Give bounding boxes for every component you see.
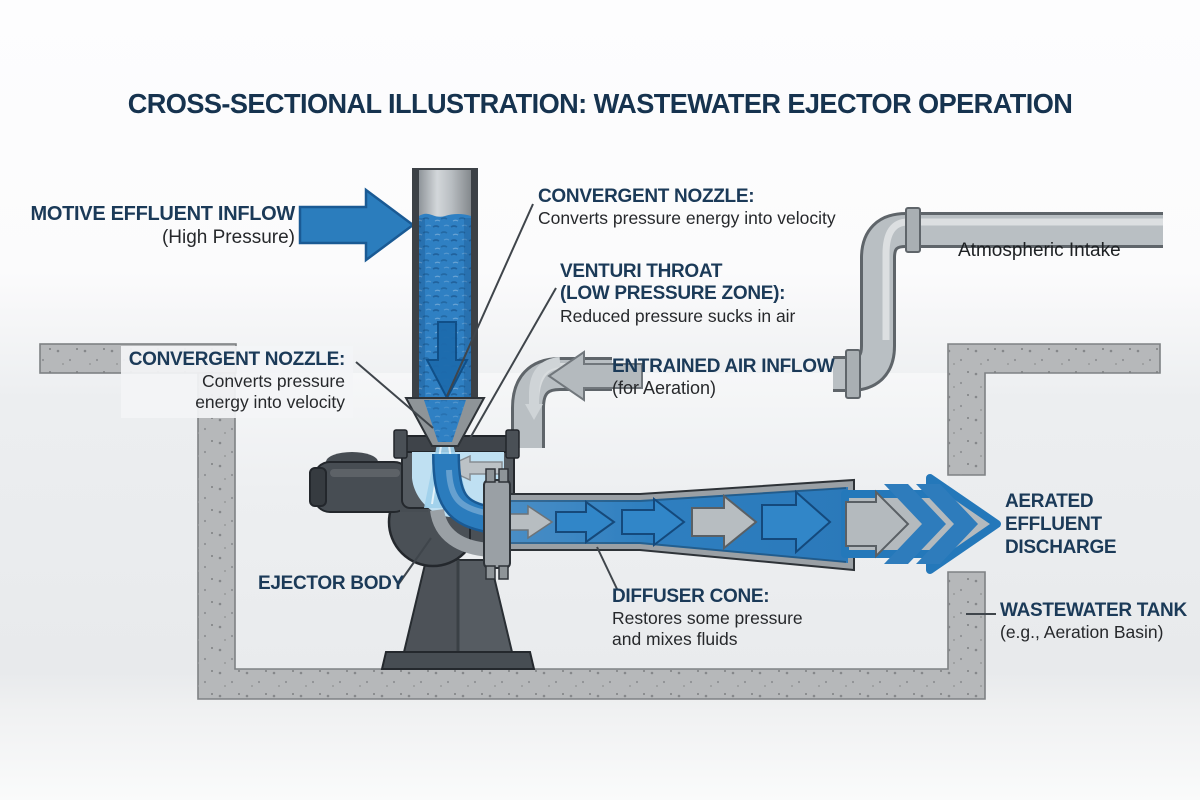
flow-arrow-icon [555, 500, 616, 544]
leader-line [446, 203, 534, 397]
label-heading: WASTEWATER TANK [1000, 600, 1187, 621]
label-aerated-effluent-discharge: AERATED EFFLUENT DISCHARGE [1005, 490, 1117, 560]
diffuser-pipe [485, 478, 855, 572]
pipe-coupling [845, 349, 861, 399]
page-title: CROSS-SECTIONAL ILLUSTRATION: WASTEWATER… [127, 88, 1073, 119]
label-convergent-nozzle-top: CONVERGENT NOZZLE: Converts pressure ene… [538, 186, 836, 229]
leader-lines [355, 203, 996, 615]
base-plate [380, 651, 536, 670]
label-sub: (for Aeration) [612, 378, 717, 399]
label-sub: Restores some pressure [612, 608, 803, 629]
leader-line [355, 361, 434, 429]
label-venturi-throat: VENTURI THROAT (LOW PRESSURE ZONE): Redu… [560, 261, 795, 326]
label-heading: CONVERGENT NOZZLE: [538, 186, 755, 207]
flow-down-arrow-icon [425, 321, 469, 401]
right-ground-structure [947, 343, 1161, 476]
leader-line [468, 287, 557, 441]
label-heading: ENTRAINED AIR INFLOW [612, 356, 835, 377]
label-heading: DISCHARGE [1005, 537, 1117, 559]
label-motive-effluent-inflow: MOTIVE EFFLUENT INFLOW (High Pressure) [0, 203, 296, 249]
entrained-air-arrow-icon [547, 350, 643, 402]
label-heading: AERATED [1005, 491, 1094, 512]
pipe-coupling [905, 207, 921, 253]
flow-arrow-icon [691, 493, 758, 551]
atmospheric-intake-pipe [833, 207, 1163, 399]
wastewater-tank-walls [197, 372, 986, 700]
flow-arrow-icon [761, 489, 832, 555]
label-heading: VENTURI THROAT [560, 261, 723, 282]
label-heading: EFFLUENT [1005, 514, 1102, 536]
inlet-pipe [412, 168, 478, 401]
label-sub: Reduced pressure sucks in air [560, 305, 796, 326]
label-sub: (High Pressure) [161, 226, 295, 248]
motive-inflow-arrow-icon [298, 187, 416, 263]
label-ejector-body: EJECTOR BODY [258, 573, 404, 594]
label-heading: CONVERGENT NOZZLE: [128, 349, 346, 370]
convergent-nozzle [404, 397, 486, 447]
label-wastewater-tank: WASTEWATER TANK (e.g., Aeration Basin) [1000, 600, 1187, 643]
label-heading: MOTIVE EFFLUENT INFLOW [30, 203, 296, 225]
elbow-wall [430, 508, 491, 557]
ejector-pedestal [380, 559, 536, 670]
flow-arrow-icon [621, 496, 686, 548]
label-sub: (e.g., Aeration Basin) [1000, 622, 1164, 643]
label-entrained-air-inflow: ENTRAINED AIR INFLOW (for Aeration) [612, 356, 835, 400]
label-diffuser-cone: DIFFUSER CONE: Restores some pressure an… [612, 586, 803, 650]
label-heading: (LOW PRESSURE ZONE): [560, 283, 786, 305]
leader-line [596, 546, 618, 590]
diffuser-flange [483, 468, 511, 580]
label-sub: energy into velocity [195, 392, 345, 413]
label-sub: Converts pressure [202, 371, 345, 392]
label-sub: and mixes fluids [612, 629, 738, 650]
label-sub: Converts pressure energy into velocity [538, 208, 836, 229]
label-atmospheric-intake: Atmospheric Intake [958, 240, 1121, 261]
leader-line [397, 537, 432, 586]
label-convergent-nozzle-left: CONVERGENT NOZZLE: Converts pressure ene… [120, 346, 353, 418]
label-heading: DIFFUSER CONE: [612, 586, 770, 607]
discharge-arrow-icon [841, 474, 1001, 574]
